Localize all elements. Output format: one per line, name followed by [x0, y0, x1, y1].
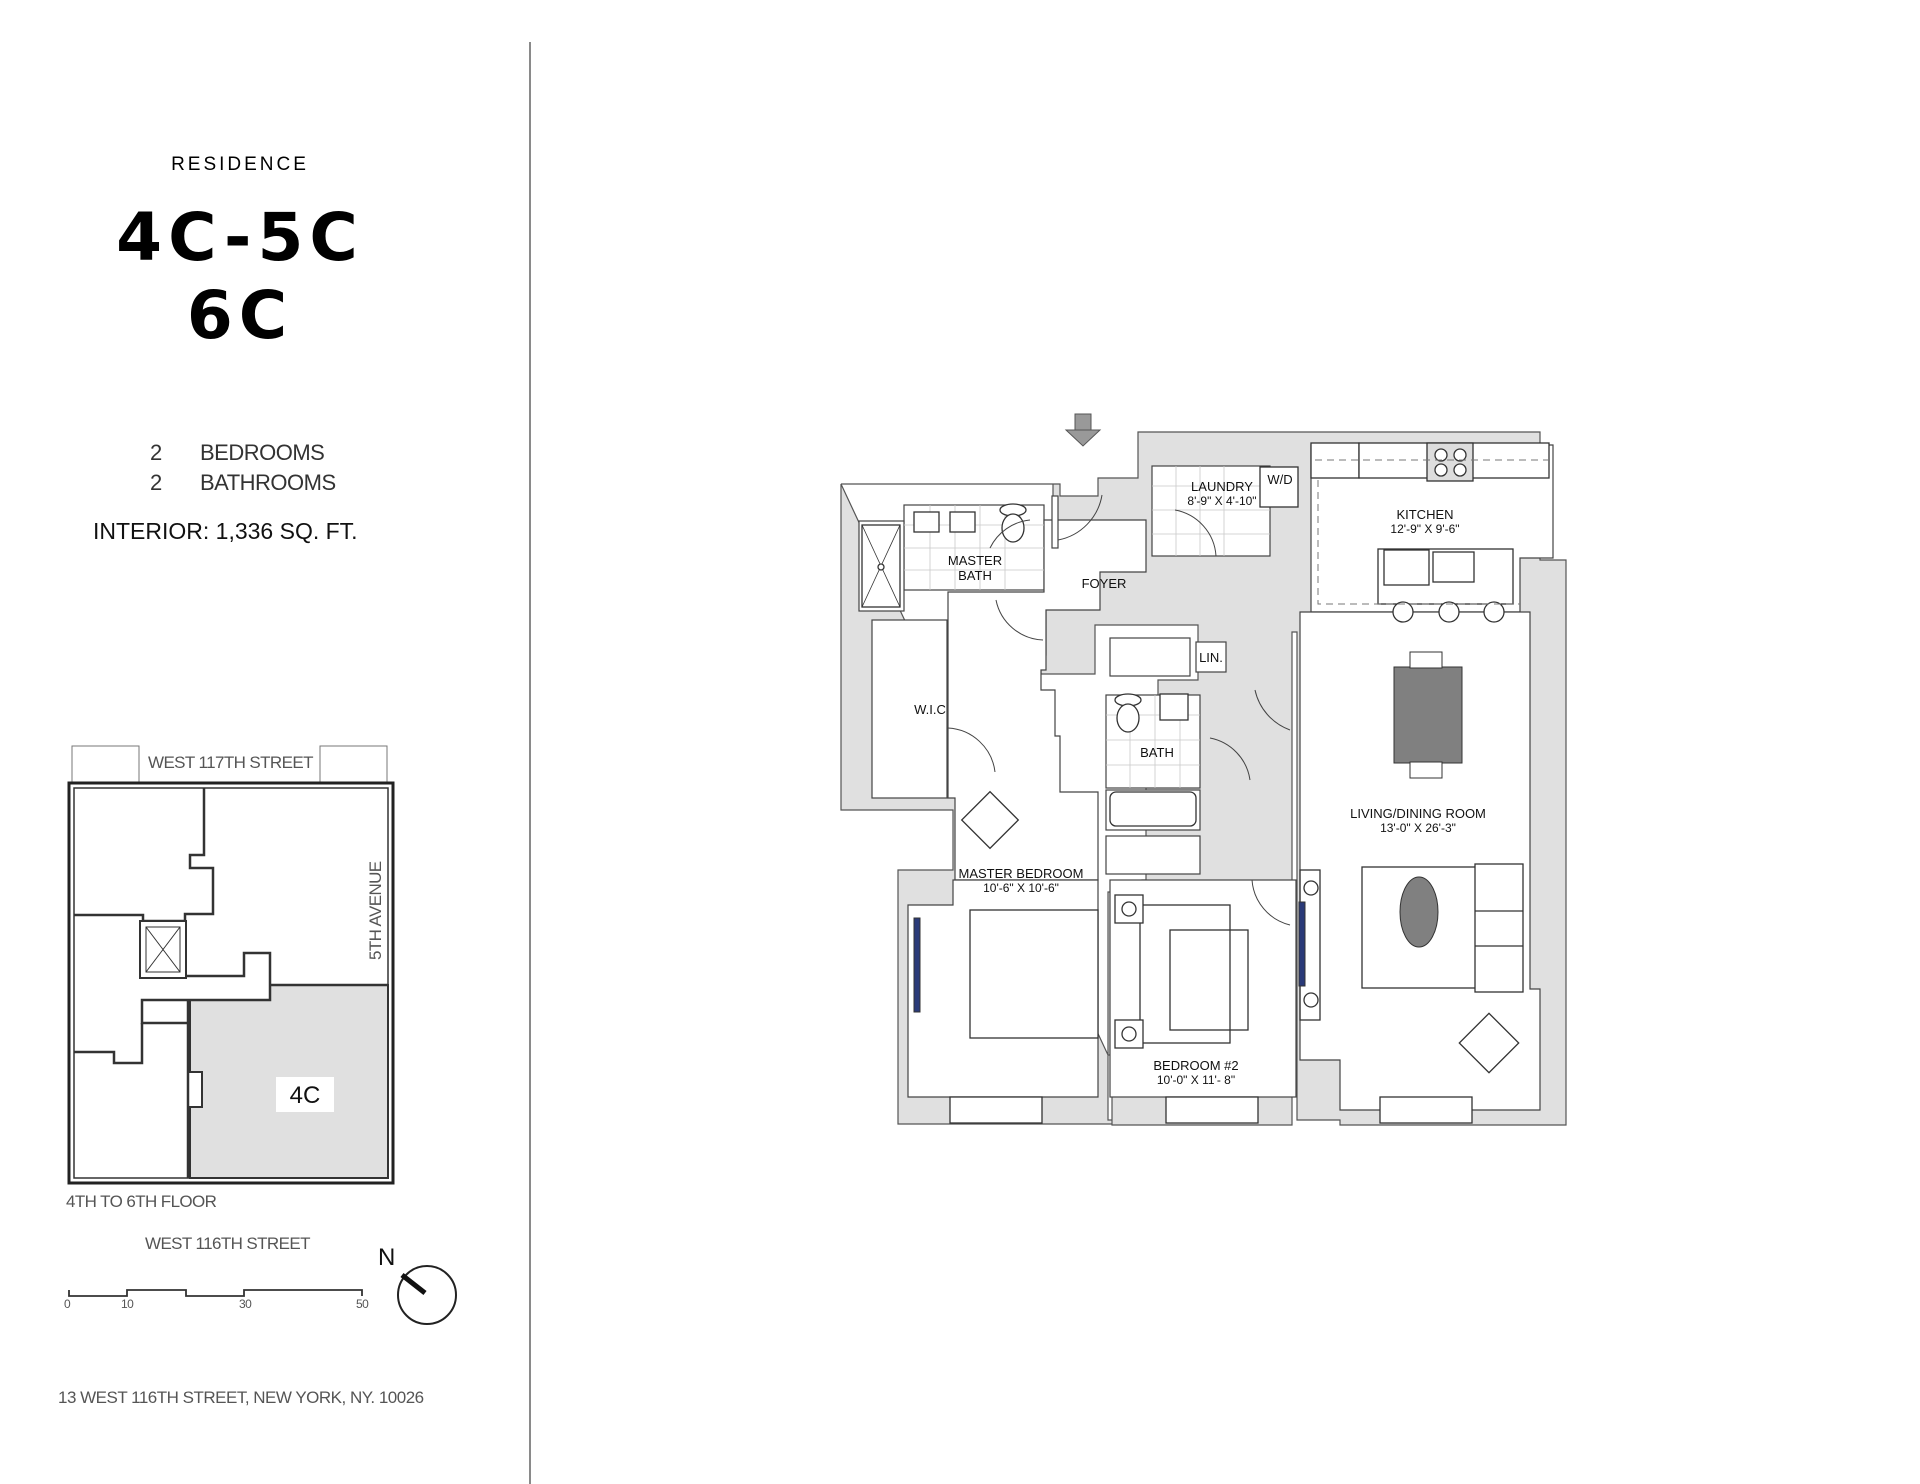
bedrooms-stat: 2 BEDROOMS	[150, 440, 325, 466]
unit-title-line1: 4C-5C	[116, 199, 364, 276]
room-wic: W.I.C	[914, 702, 946, 717]
scale-tick-50: 50	[356, 1297, 369, 1311]
residence-label: RESIDENCE	[171, 154, 309, 175]
bedrooms-count: 2	[150, 440, 162, 465]
interior-area: INTERIOR: 1,336 SQ. FT.	[93, 518, 358, 544]
north-label: N	[378, 1244, 395, 1271]
room-bath: BATH	[1140, 745, 1174, 760]
bathrooms-label: BATHROOMS	[200, 470, 336, 495]
floors-label: 4TH TO 6TH FLOOR	[66, 1192, 217, 1211]
address: 13 WEST 116TH STREET, NEW YORK, NY. 1002…	[58, 1388, 424, 1407]
scale-tick-30: 30	[239, 1297, 252, 1311]
entry-arrow-icon	[1064, 413, 1102, 447]
room-foyer: FOYER	[1081, 576, 1127, 591]
key-plan: 4C	[67, 745, 457, 1325]
unit-title-line2: 6C	[186, 277, 294, 354]
panel-divider	[529, 42, 531, 1484]
scale-tick-10: 10	[121, 1297, 134, 1311]
bathrooms-count: 2	[150, 470, 162, 495]
bedrooms-label: BEDROOMS	[200, 440, 325, 465]
north-street-label: WEST 117TH STREET	[148, 753, 313, 772]
unit-4c-label: 4C	[290, 1082, 321, 1109]
coffee-table-icon	[1399, 876, 1439, 948]
south-street-label: WEST 116TH STREET	[145, 1234, 310, 1253]
scale-tick-0: 0	[64, 1297, 71, 1311]
room-wd: W/D	[1267, 472, 1293, 487]
room-linen: LIN.	[1199, 650, 1223, 665]
bathrooms-stat: 2 BATHROOMS	[150, 470, 336, 496]
dining-table-icon	[1393, 651, 1463, 779]
tv-master-icon	[913, 917, 921, 1013]
tv-living-icon	[1298, 901, 1306, 987]
